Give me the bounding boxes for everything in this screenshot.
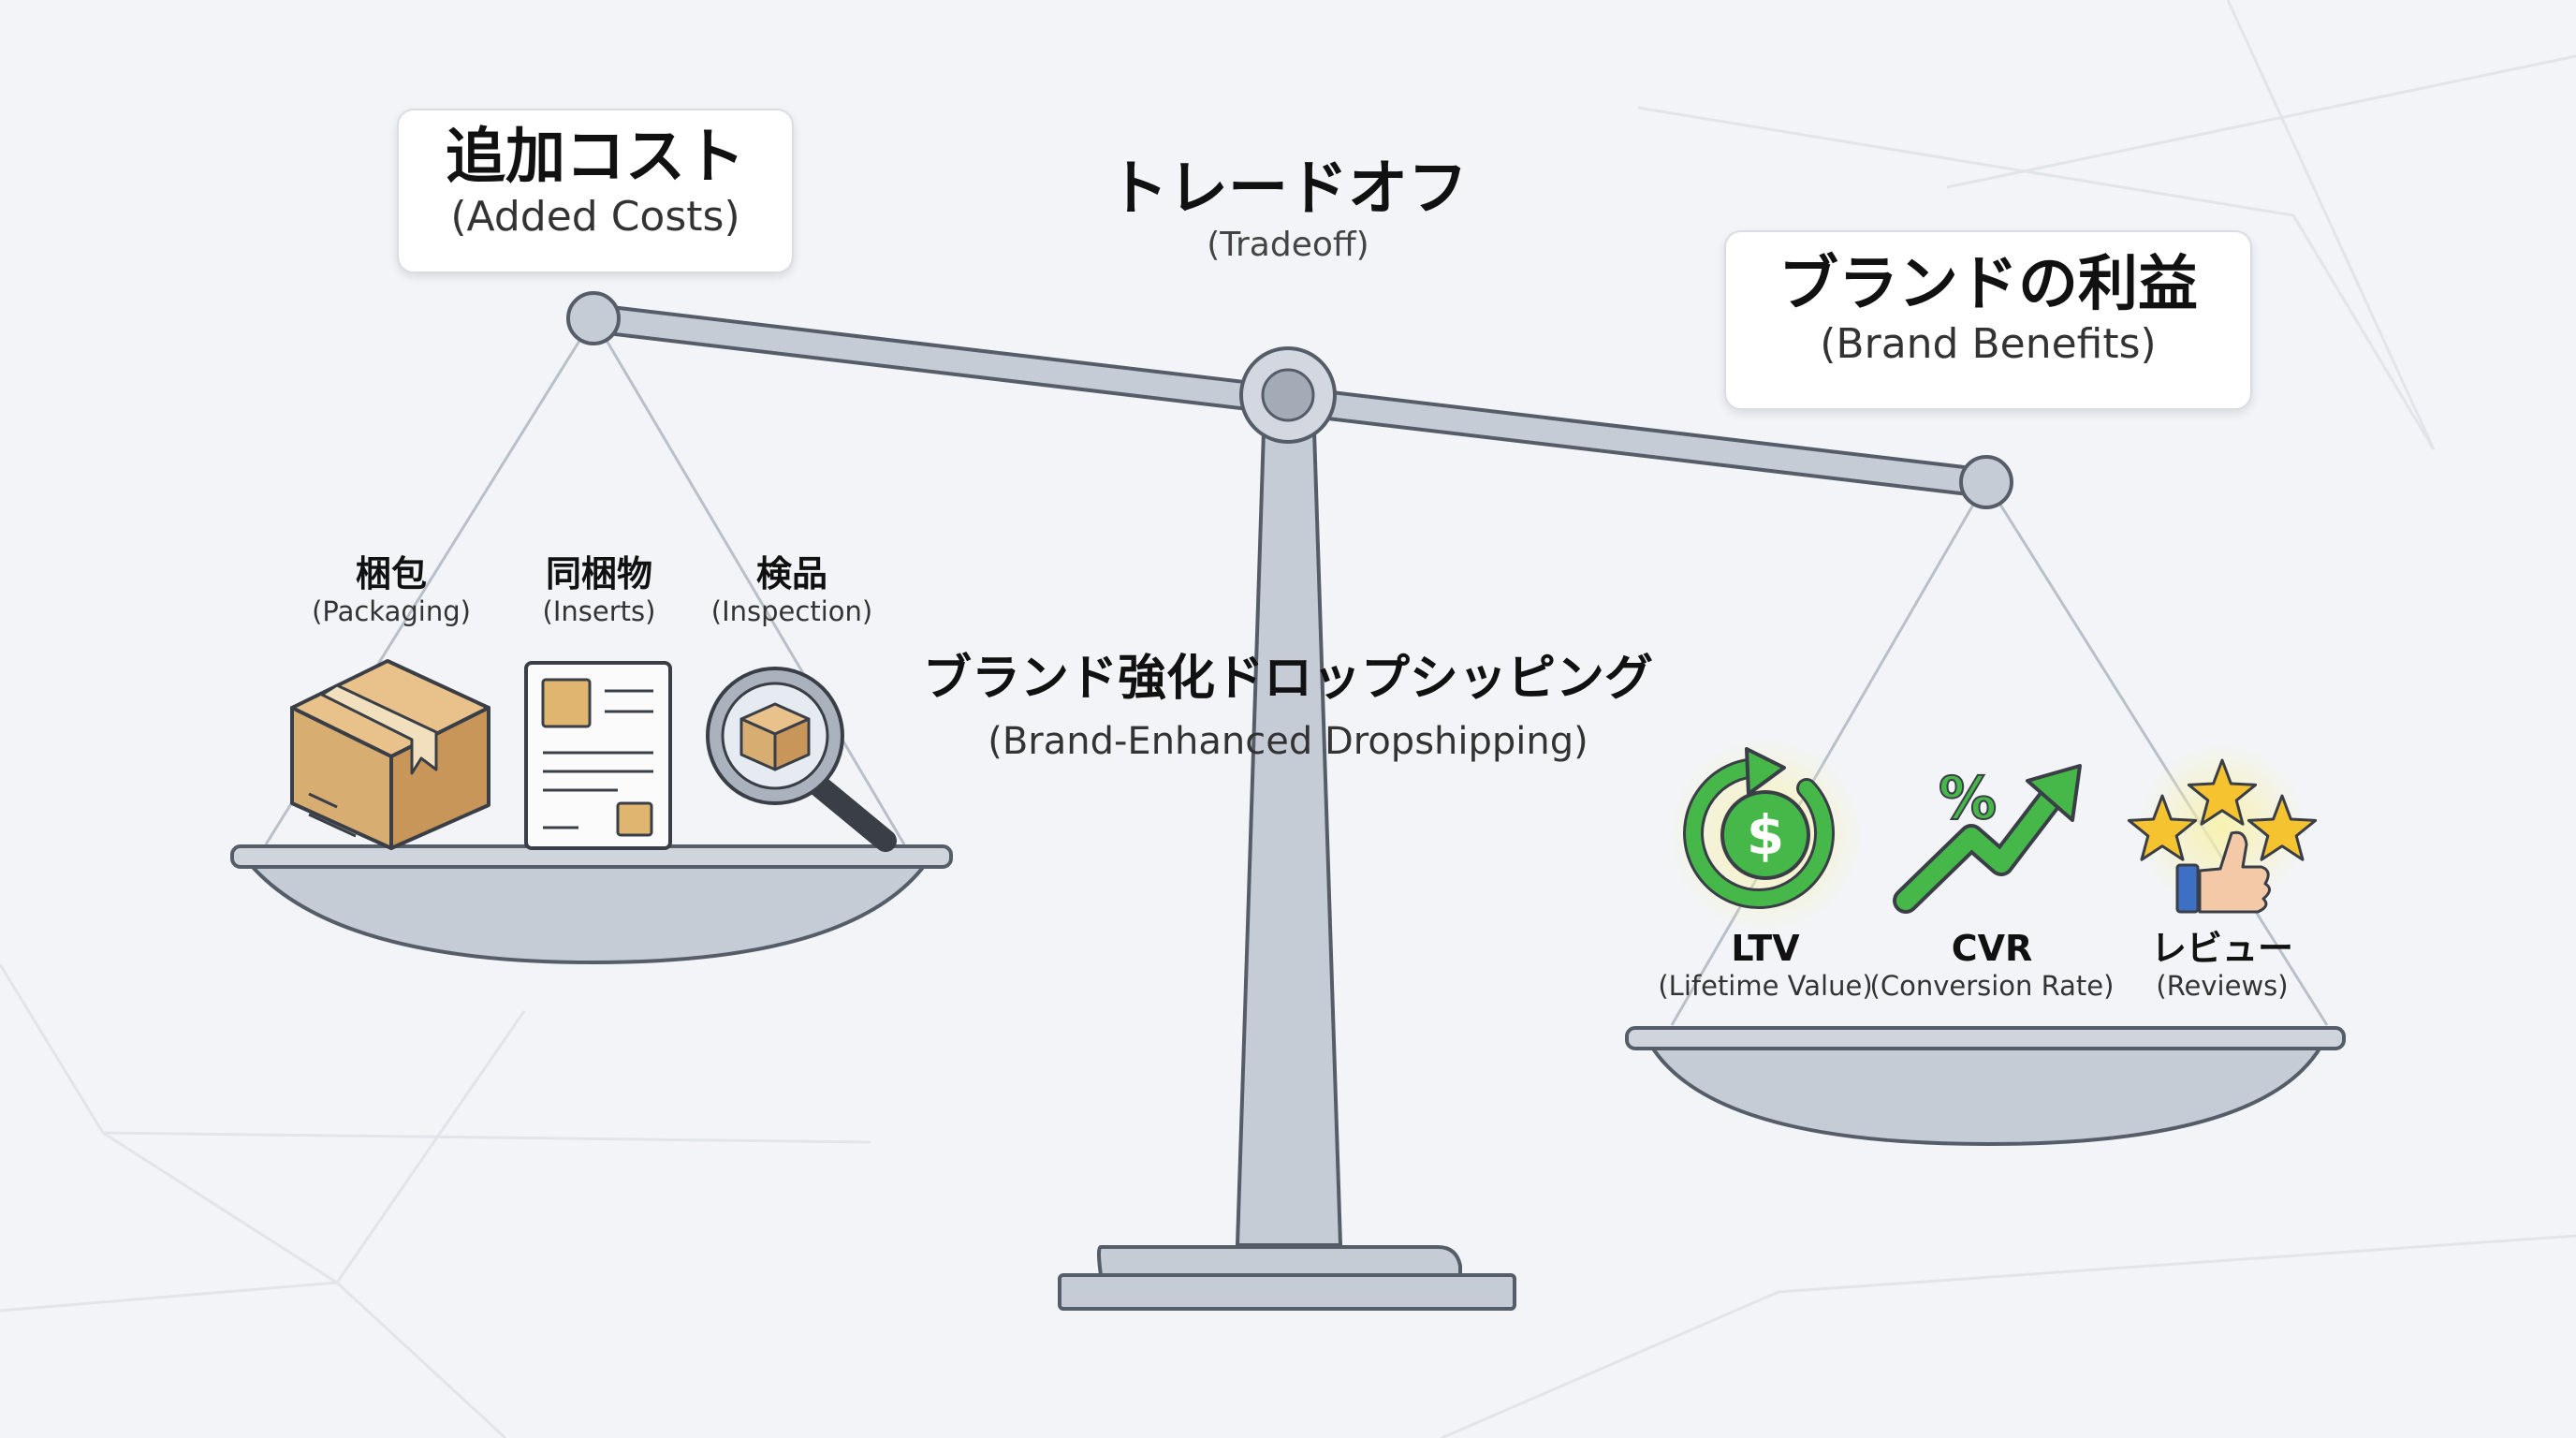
benefit-item-reviews: レビュー (Reviews) [2119, 928, 2325, 1002]
svg-text:%: % [1939, 764, 1997, 832]
cost-item-label-jp: 梱包 [355, 553, 427, 594]
added-costs-title-en: (Added Costs) [450, 192, 740, 241]
benefit-item-label-en: (Lifetime Value) [1658, 969, 1873, 1002]
left-pivot-knob [566, 291, 621, 345]
added-costs-card: 追加コスト (Added Costs) [397, 109, 794, 273]
scale-pillar [1058, 429, 1516, 1311]
benefit-item-label-jp: レビュー [2150, 928, 2293, 969]
benefit-item-label-en: (Reviews) [2156, 969, 2289, 1002]
cardboard-box-icon [290, 659, 490, 850]
cost-item-label-en: (Inserts) [542, 594, 656, 627]
cost-item-label-en: (Packaging) [312, 594, 471, 627]
subject-title-en: (Brand-Enhanced Dropshipping) [988, 719, 1588, 763]
cost-item-label-en: (Inspection) [710, 594, 873, 627]
cost-item-label-jp: 同梱物 [545, 553, 652, 594]
magnifier-box-icon [706, 667, 897, 852]
cost-item-packaging: 梱包 (Packaging) [288, 553, 494, 627]
benefit-item-label-en: (Conversion Rate) [1869, 969, 2115, 1002]
brand-benefits-title-en: (Brand Benefits) [1820, 319, 2157, 368]
tradeoff-title-jp: トレードオフ [1108, 154, 1468, 224]
subject-title-jp: ブランド強化ドロップシッピング [922, 651, 1653, 707]
scale-beam [566, 291, 2013, 509]
brand-benefits-title-jp: ブランドの利益 [1778, 250, 2198, 319]
tradeoff-label: トレードオフ (Tradeoff) [1054, 154, 1522, 265]
right-pivot-knob [1959, 455, 2013, 509]
benefit-item-label-jp: LTV [1731, 928, 1800, 969]
benefit-item-cvr: CVR (Conversion Rate) [1861, 928, 2123, 1002]
tradeoff-title-en: (Tradeoff) [1207, 225, 1369, 264]
right-pan-strings [1670, 481, 2329, 1026]
benefit-item-ltv: LTV (Lifetime Value) [1653, 928, 1878, 1002]
stars-thumbs-up-icon [2127, 758, 2318, 914]
dollar-cycle-icon: $ [1683, 747, 1835, 909]
cost-item-inserts: 同梱物 (Inserts) [496, 553, 702, 627]
added-costs-title-jp: 追加コスト [446, 123, 745, 192]
cost-item-inspection: 検品 (Inspection) [689, 553, 895, 627]
percent-growth-arrow-icon: % [1893, 763, 2082, 914]
document-insert-icon [524, 661, 672, 850]
right-pan [1625, 1026, 2346, 1146]
brand-benefits-card: ブランドの利益 (Brand Benefits) [1724, 230, 2252, 410]
svg-text:$: $ [1747, 803, 1784, 867]
subject-label: ブランド強化ドロップシッピング (Brand-Enhanced Dropship… [867, 651, 1709, 764]
cost-item-label-jp: 検品 [755, 553, 827, 594]
left-pan [230, 844, 953, 964]
benefit-item-label-jp: CVR [1951, 928, 2033, 969]
